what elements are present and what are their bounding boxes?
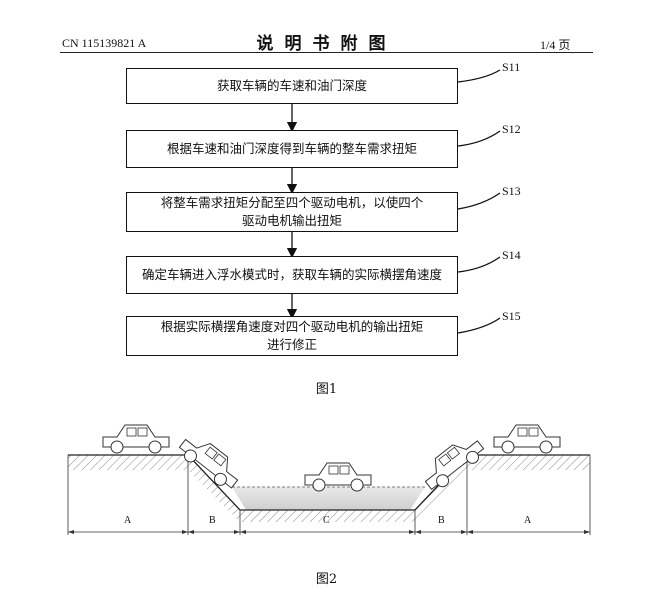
region-label-b-left: B [209, 515, 216, 526]
region-label-b-right: B [438, 515, 445, 526]
flow-step-s13: 将整车需求扭矩分配至四个驱动电机，以使四个 驱动电机输出扭矩 [126, 192, 458, 232]
vehicle-icon [175, 429, 246, 494]
patent-number: CN 115139821 A [62, 36, 147, 50]
flow-step-s14: 确定车辆进入浮水模式时，获取车辆的实际横摆角速度 [126, 256, 458, 294]
flow-step-text: 确定车辆进入浮水模式时，获取车辆的实际横摆角速度 [141, 267, 442, 282]
step-label-s14: S14 [502, 248, 521, 262]
ground-profile [68, 454, 590, 511]
flow-step-text: 根据实际横摆角速度对四个驱动电机的输出扭矩 进行修正 [160, 319, 424, 352]
flow-step-s15: 根据实际横摆角速度对四个驱动电机的输出扭矩 进行修正 [126, 316, 458, 356]
flow-step-s11: 获取车辆的车速和油门深度 [126, 68, 458, 104]
section-title: 说明书附图 [256, 34, 397, 54]
figure1-caption: 图1 [315, 382, 338, 397]
step-leader [457, 130, 501, 147]
step-label-s11: S11 [502, 60, 521, 74]
region-label-c: C [323, 515, 330, 526]
vehicle-icon [304, 462, 372, 492]
header-rule [60, 52, 593, 53]
flow-step-text: 获取车辆的车速和油门深度 [216, 78, 367, 93]
step-leader [457, 317, 501, 334]
flow-step-s12: 根据车速和油门深度得到车辆的整车需求扭矩 [126, 130, 458, 168]
region-label-a-left: A [124, 515, 132, 526]
vehicle-icon [417, 430, 488, 495]
vehicle-icon [102, 424, 170, 454]
step-leader [457, 192, 501, 210]
step-label-s12: S12 [502, 122, 521, 136]
step-label-s15: S15 [502, 309, 521, 323]
water-body [232, 487, 425, 510]
step-label-s13: S13 [502, 184, 521, 198]
vehicle-icon [493, 424, 561, 454]
flow-step-text: 将整车需求扭矩分配至四个驱动电机，以使四个 驱动电机输出扭矩 [160, 195, 424, 228]
flow-step-text: 根据车速和油门深度得到车辆的整车需求扭矩 [166, 141, 417, 156]
step-leader [457, 69, 501, 83]
page-indicator: 1/4 页 [540, 38, 571, 52]
region-label-a-right: A [524, 515, 532, 526]
figure2-caption: 图2 [315, 572, 338, 587]
ground-hatch [68, 455, 590, 522]
flowchart-connectors [286, 69, 501, 334]
step-leader [457, 256, 501, 273]
